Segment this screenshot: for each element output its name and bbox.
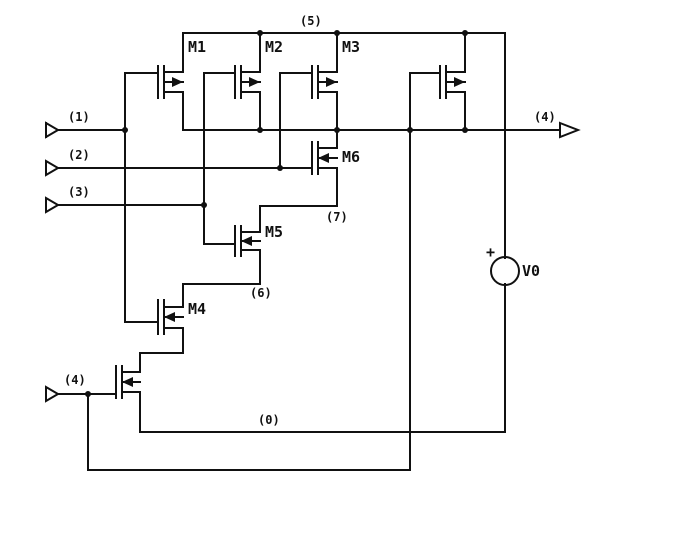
node-5-label: (5) <box>300 14 322 28</box>
m4-label: M4 <box>188 300 206 318</box>
junction-dot <box>462 30 468 36</box>
v0-label: V0 <box>522 262 540 280</box>
transistor-m6 <box>311 141 338 175</box>
node-7-wire <box>259 167 338 233</box>
node-3-label: (3) <box>68 185 90 199</box>
input-port-4 <box>45 385 60 403</box>
junction-dot <box>257 127 263 133</box>
node-0-label: (0) <box>258 413 280 427</box>
junction-dot <box>122 127 128 133</box>
transistor-m4 <box>157 299 184 335</box>
node-2-label: (2) <box>68 148 90 162</box>
transistor-m2 <box>234 65 261 99</box>
m4-source-wire <box>139 327 184 373</box>
m2-gate-wire <box>203 72 236 245</box>
node-4-output-label: (4) <box>534 110 556 124</box>
node-4-input-label: (4) <box>64 373 86 387</box>
transistor-m5 <box>234 225 261 257</box>
transistor-m1 <box>157 65 184 99</box>
m3-label: M3 <box>342 38 360 56</box>
voltage-source-v0: + V0 <box>486 243 540 286</box>
input-port-3 <box>45 196 60 214</box>
m6-gate-wire <box>279 151 313 169</box>
junction-dot <box>462 127 468 133</box>
wires <box>57 32 561 471</box>
m3-gate-wire <box>279 72 313 169</box>
output-port-4 <box>559 121 581 139</box>
transistor-bottom <box>115 365 141 399</box>
feedback-loop-wire <box>87 72 441 471</box>
junction-dot <box>334 30 340 36</box>
transistor-right <box>439 65 466 99</box>
node-7-label: (7) <box>326 210 348 224</box>
junction-dot <box>85 391 91 397</box>
transistor-m3 <box>311 65 338 99</box>
junction-dots <box>85 30 468 397</box>
junction-dot <box>407 127 413 133</box>
input-port-2 <box>45 159 60 177</box>
input-port-1 <box>45 121 60 139</box>
node-6-wire <box>182 249 261 308</box>
m5-label: M5 <box>265 223 283 241</box>
junction-dot <box>201 202 207 208</box>
m2-label: M2 <box>265 38 283 56</box>
node-0-wire <box>139 283 506 433</box>
m1-label: M1 <box>188 38 206 56</box>
node-1-label: (1) <box>68 110 90 124</box>
node-6-label: (6) <box>250 286 272 300</box>
junction-dot <box>334 127 340 133</box>
junction-dot <box>277 165 283 171</box>
v0-plus-sign: + <box>486 243 495 261</box>
junction-dot <box>257 30 263 36</box>
supply-rail-node-5 <box>182 32 506 259</box>
m1-gate-wire <box>124 72 159 323</box>
m6-label: M6 <box>342 148 360 166</box>
